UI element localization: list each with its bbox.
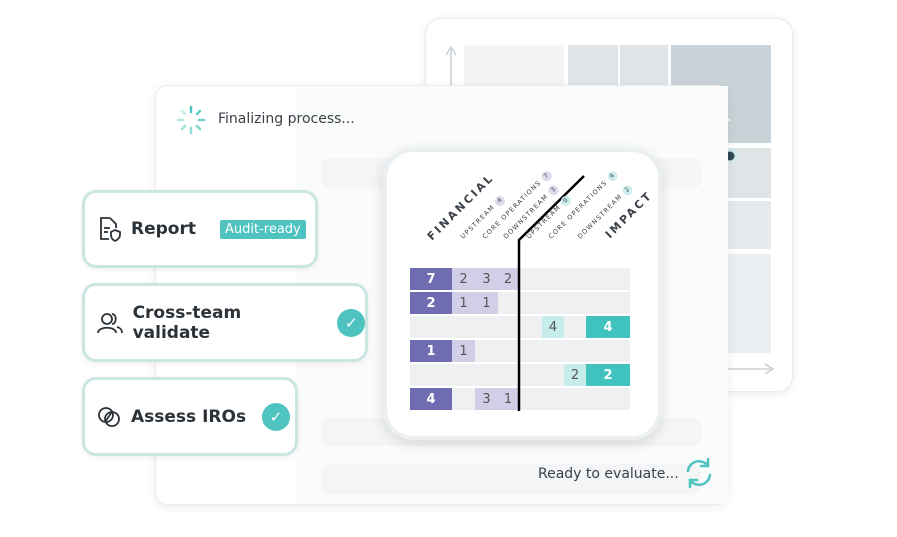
step-label: Assess IROs [131,406,247,427]
impact-cell: 4 [542,316,564,338]
overlap-circles-icon [98,406,120,427]
status-top: Finalizing process... [218,111,355,127]
financial-total-cell: 4 [410,388,452,410]
impact-total-cell: 2 [586,364,630,386]
step-label: Report [131,219,196,239]
step-report[interactable]: Report Audit-ready [82,190,318,268]
financial-total-cell: 2 [410,292,452,314]
financial-cell: 3 [475,268,498,290]
financial-cell: 1 [452,340,475,362]
step-assess-iros[interactable]: Assess IROs ✓ [82,377,298,456]
audit-ready-badge: Audit-ready [219,219,306,239]
report-shield-icon [100,217,121,242]
financial-total-cell: 7 [410,268,452,290]
users-icon [97,312,123,333]
financial-cell: 1 [452,292,475,314]
step-cross-team-validate[interactable]: Cross-team validate ✓ [82,283,368,362]
financial-cell: 2 [498,268,518,290]
financial-total-cell: 1 [410,340,452,362]
check-icon: ✓ [262,402,291,431]
impact-total-cell: 4 [586,316,630,338]
financial-cell: 1 [498,388,518,410]
status-bottom: Ready to evaluate... [538,466,679,482]
financial-cell: 1 [475,292,498,314]
financial-cell: 2 [452,268,475,290]
financial-cell: 3 [475,388,498,410]
refresh-icon[interactable] [682,456,716,490]
check-icon: ✓ [337,308,365,337]
spinner-icon [176,105,206,135]
step-label: Cross-team validate [132,302,242,343]
impact-cell: 2 [564,364,586,386]
